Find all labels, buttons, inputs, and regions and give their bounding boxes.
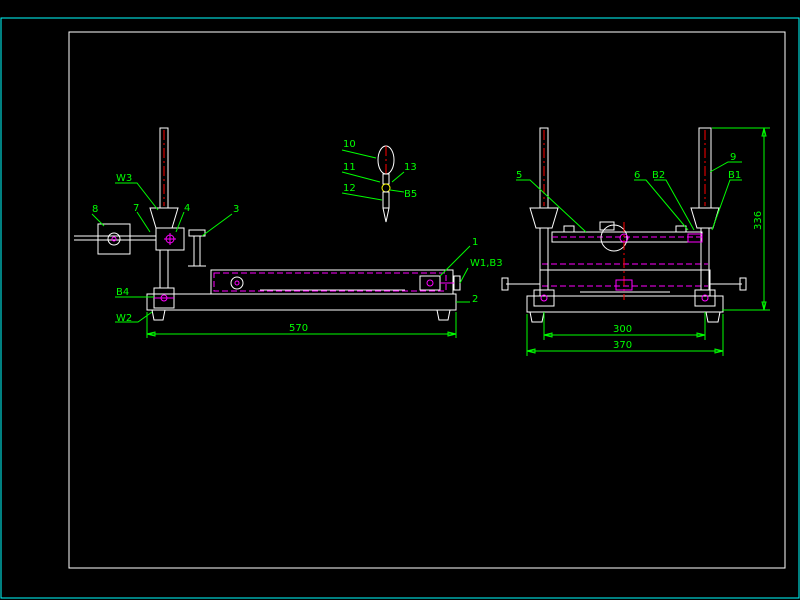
side-knob-3 [675,225,687,233]
label-5: 5 [516,170,522,181]
leader-11 [341,171,381,183]
label-w3: W3 [116,173,132,184]
front-box-8-dot [111,236,117,242]
side-view: 5 6 B2 B1 9 336 300 [501,127,770,356]
leader-13 [391,171,405,183]
leader-w3 [115,182,159,211]
leader-w1b3 [459,267,469,284]
front-screw-head [453,275,461,291]
front-nut-mark [160,294,168,302]
label-b4: B4 [116,287,129,298]
detail-joint [381,183,391,193]
leader-7 [136,211,151,233]
label-4: 4 [184,203,190,214]
label-7: 7 [133,203,139,214]
label-w2: W2 [116,313,132,324]
front-base-plate [146,293,457,311]
label-9: 9 [730,152,736,163]
side-nut-right [694,289,716,307]
front-box-8-ring [107,232,121,246]
front-box-8 [97,223,131,255]
front-view: W3 8 7 4 3 1 W1,B3 2 B4 W2 570 [74,127,503,338]
dim-570-text: 570 [289,323,308,334]
label-12: 12 [343,183,356,194]
detail-view: 10 11 13 12 B5 [341,139,417,223]
label-10: 10 [343,139,356,150]
leader-3 [201,213,233,237]
label-1: 1 [472,237,478,248]
label-3: 3 [233,204,239,215]
label-6: 6 [634,170,640,181]
front-rail-hidden [213,272,447,292]
side-foot-right [705,311,721,323]
leader-12 [341,192,383,201]
side-foot-left [529,311,545,323]
leader-b2 [654,179,695,231]
detail-neck [382,173,390,185]
side-knob-2 [599,221,615,231]
side-center-mark [619,233,629,243]
front-foot-left [151,309,166,321]
leader-6 [634,179,689,231]
side-handle-right-knob [739,277,747,291]
dim-300-text: 300 [613,324,632,335]
front-bolt-shaft [193,235,201,267]
label-b5: B5 [404,189,417,200]
front-clamp-block [155,227,185,251]
drawing-frame [68,31,786,569]
label-b2: B2 [652,170,665,181]
side-right-mark [687,233,703,243]
dimension-336: 336 [712,127,770,311]
leader-5 [516,179,587,233]
dim-370-text: 370 [613,340,632,351]
side-knob-1 [563,225,575,233]
front-screw-block [419,275,441,291]
front-lower-column [159,249,169,289]
side-cone-left [529,207,559,229]
front-pin [230,276,244,290]
sheet-border [0,17,800,599]
front-rail [210,269,454,295]
dim-336-text: 336 [753,211,764,230]
label-8: 8 [92,204,98,215]
detail-tip [382,207,390,223]
leader-9 [709,161,742,173]
front-screw-nut [426,279,434,287]
label-2: 2 [472,294,478,305]
side-base [526,295,724,313]
side-bottom-mark [615,279,633,291]
leader-b1 [711,179,742,231]
front-cone [149,207,179,229]
leader-4 [175,211,185,233]
side-nut-right-mark [701,294,709,302]
leader-1 [439,245,471,277]
leader-b5 [389,189,405,193]
label-11: 11 [343,162,356,173]
dimension-300: 300 [543,312,706,340]
side-nut-left [533,289,555,307]
leader-10 [341,149,377,159]
front-foot-right [436,309,451,321]
side-cone-right [690,207,720,229]
label-13: 13 [404,162,417,173]
label-w1b3: W1,B3 [470,258,503,269]
leader-8 [91,213,105,227]
side-nut-left-mark [540,294,548,302]
side-handle-left-knob [501,277,509,291]
label-b1: B1 [728,170,741,181]
dimension-570: 570 [146,312,457,338]
detail-stem [382,191,390,209]
front-pin-inner [234,280,240,286]
side-post-left [539,227,549,291]
dimension-370: 370 [526,314,724,356]
